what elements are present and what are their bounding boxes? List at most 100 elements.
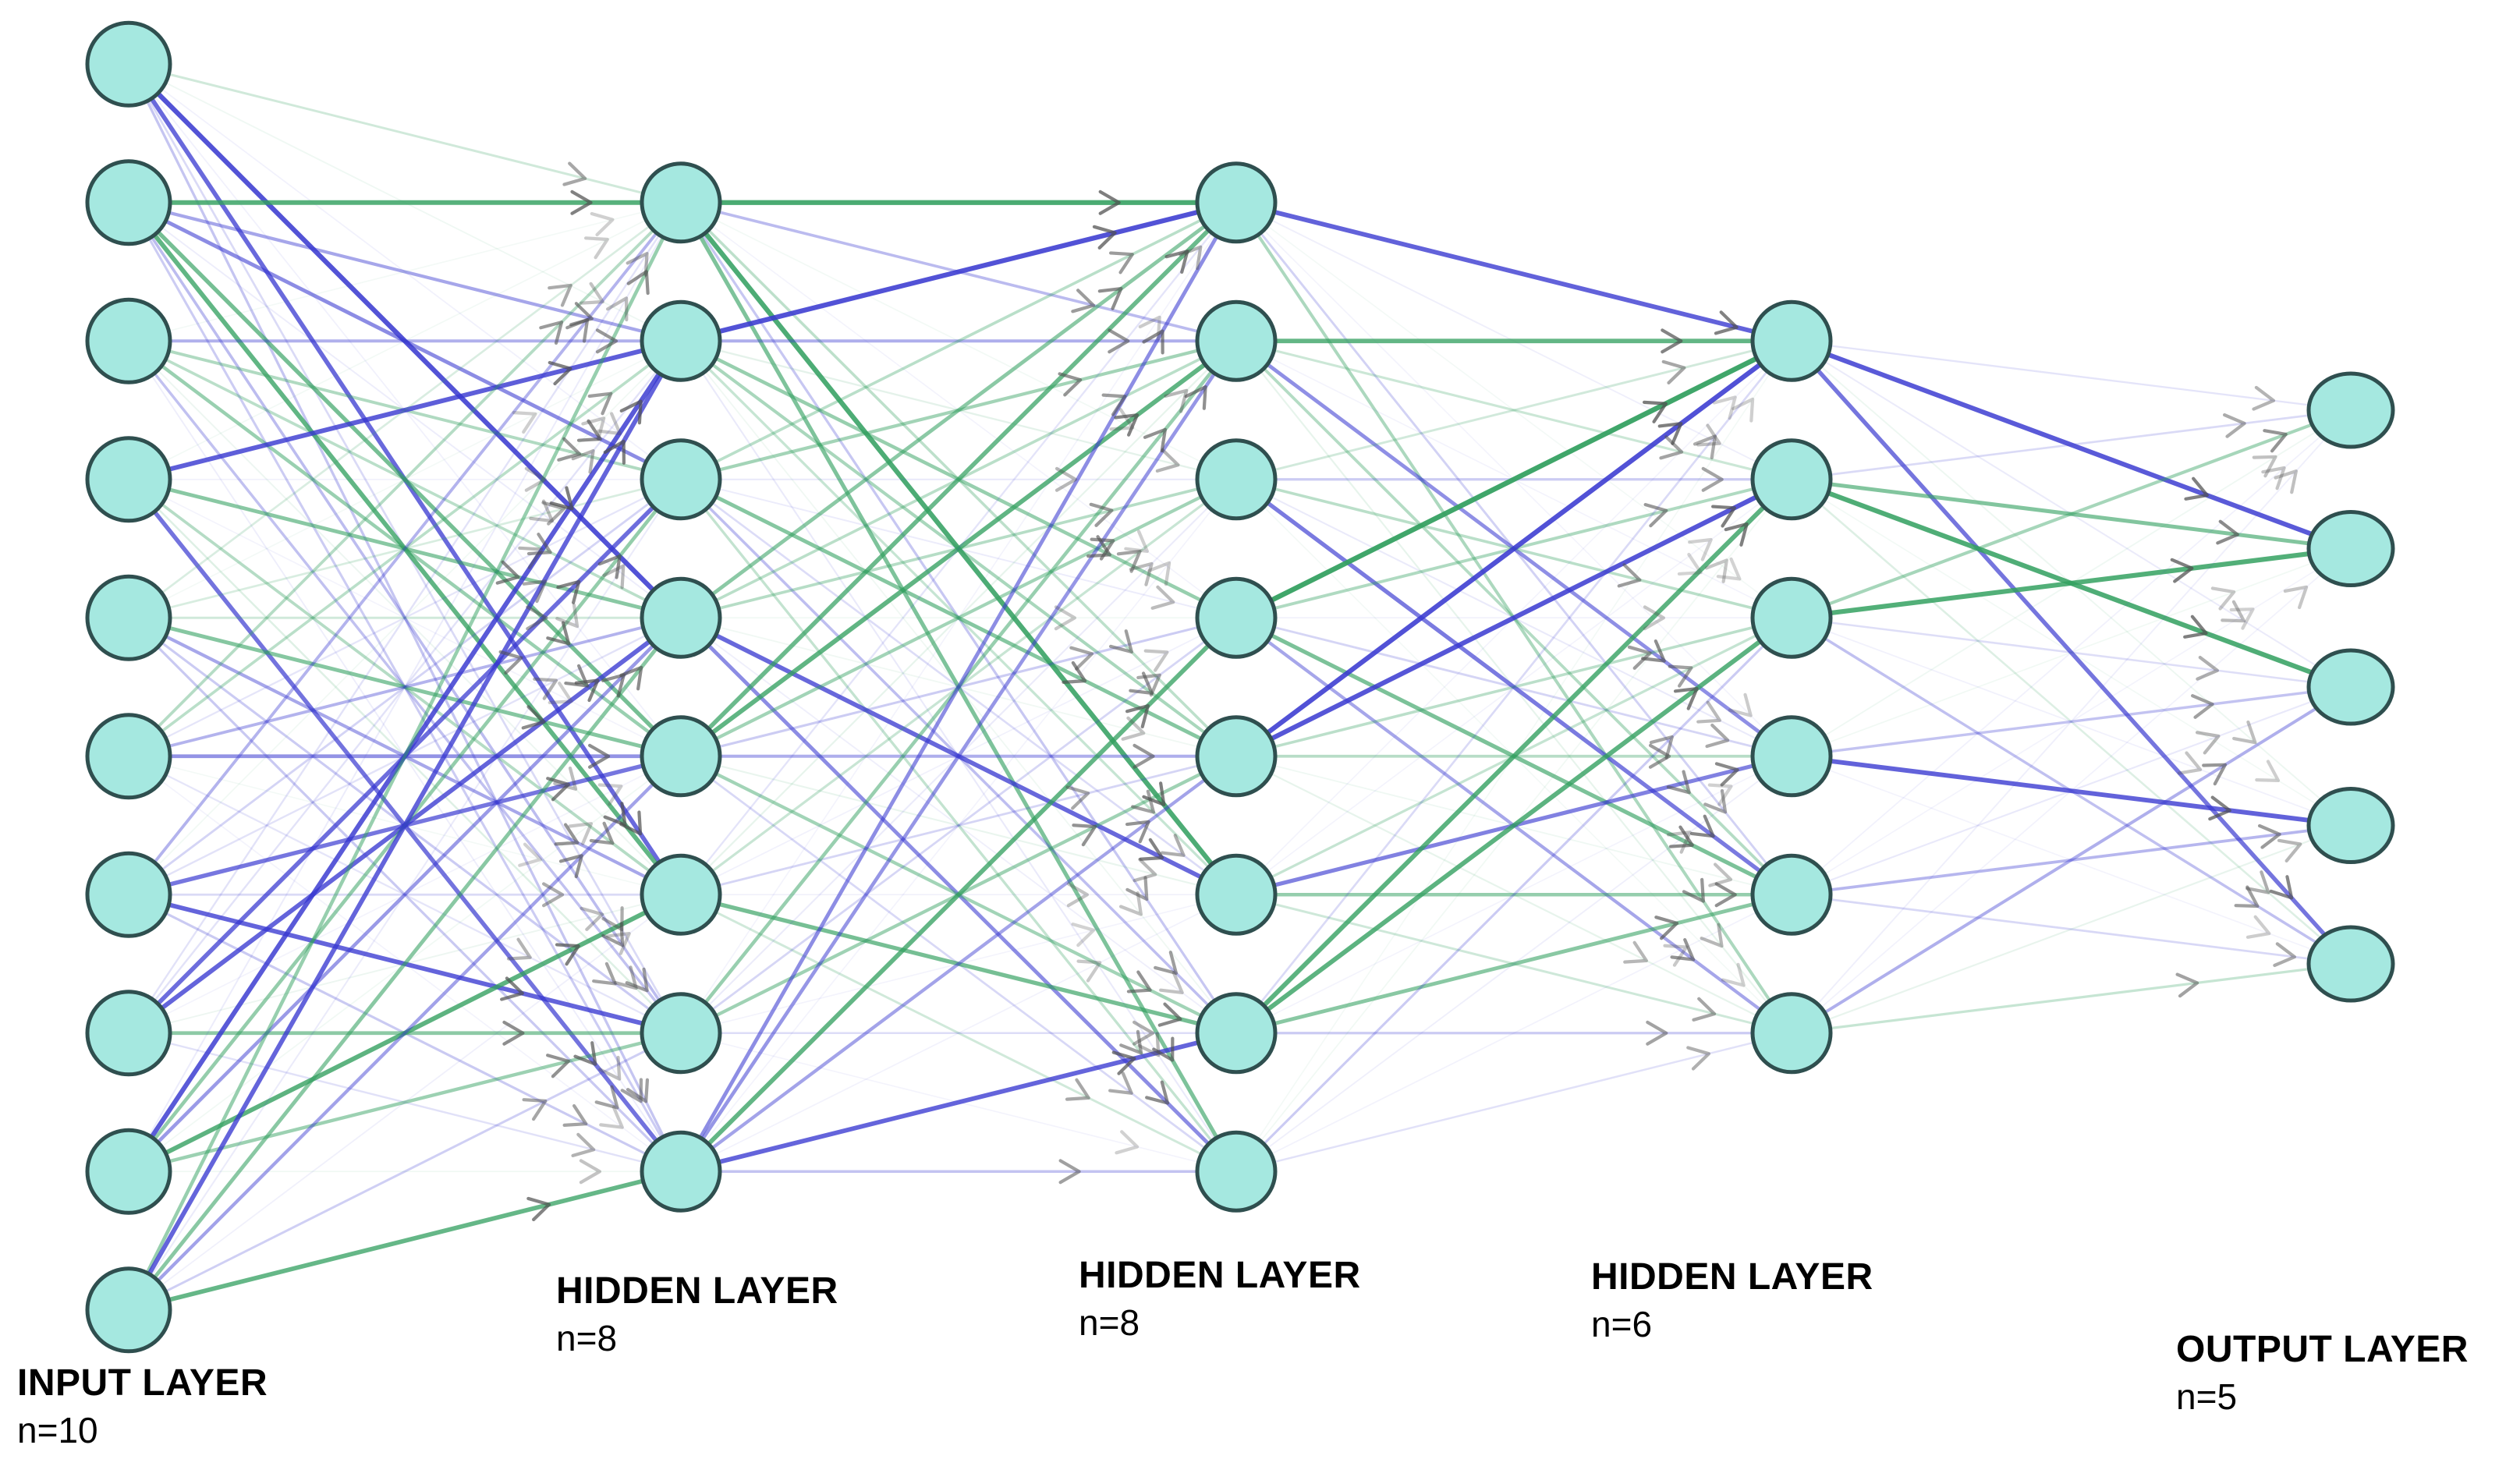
output-layer-count: n=5: [2176, 1376, 2238, 1417]
arrowhead-icon: [1147, 561, 1171, 586]
connection-edge: [1235, 616, 1792, 758]
arrowhead-icon: [2255, 760, 2281, 783]
neuron-node: [640, 299, 722, 382]
arrowhead-icon: [2245, 870, 2270, 894]
arrowhead-icon: [1125, 703, 1150, 729]
hidden-layer-3-count: n=6: [1591, 1303, 1653, 1344]
arrowhead-icon: [597, 554, 622, 579]
connection-edge: [127, 616, 682, 1173]
connection-edge: [1791, 617, 2352, 827]
arrowhead-icon: [1692, 997, 1717, 1022]
arrowhead-icon: [541, 882, 565, 908]
connection-edge: [1235, 615, 1793, 1036]
connection-edge: [1234, 477, 1794, 1035]
arrowhead-icon: [1661, 328, 1683, 354]
neuron-node: [1195, 438, 1278, 521]
arrowhead-icon: [1693, 434, 1717, 460]
neuron-node: [2306, 510, 2395, 587]
connection-edge: [128, 62, 682, 204]
arrowhead-icon: [1129, 671, 1154, 696]
arrowhead-icon: [1090, 537, 1115, 561]
neuron-node: [85, 574, 172, 661]
arrowhead-icon: [1142, 329, 1164, 355]
arrowhead-icon: [2252, 385, 2276, 411]
arrowhead-icon: [1703, 788, 1728, 814]
arrowhead-icon: [2261, 466, 2286, 491]
arrowhead-icon: [1670, 937, 1696, 962]
arrowhead-icon: [1137, 1032, 1161, 1057]
arrowhead-icon: [2170, 558, 2194, 583]
arrowhead-icon: [2229, 607, 2255, 630]
arrowhead-icon: [1716, 557, 1742, 581]
connection-edge: [128, 340, 682, 1034]
connection-edge: [128, 63, 682, 480]
connection-edge: [126, 339, 683, 1312]
arrowhead-icon: [549, 486, 574, 511]
neuron-node: [1750, 715, 1833, 798]
arrowhead-icon: [594, 1085, 619, 1110]
neuron-node: [640, 576, 722, 659]
arrowhead-icon: [1732, 397, 1755, 423]
neuron-node: [640, 715, 722, 798]
neuron-node: [1195, 299, 1278, 382]
arrowhead-icon: [1646, 1020, 1668, 1046]
arrowhead-icon: [598, 1055, 622, 1081]
connection-edge: [1791, 409, 2352, 620]
neuron-node: [1750, 853, 1833, 936]
neuron-node: [85, 851, 172, 938]
arrowhead-icon: [524, 466, 547, 492]
arrowhead-icon: [1714, 882, 1737, 908]
arrowhead-icon: [1058, 1159, 1081, 1185]
connection-edge: [126, 201, 683, 1311]
connection-edge: [128, 478, 682, 757]
connection-edge: [1790, 338, 2352, 551]
connection-edge: [128, 202, 682, 1172]
arrowhead-icon: [1132, 743, 1155, 769]
arrowhead-icon: [626, 270, 650, 296]
arrowhead-icon: [1097, 287, 1123, 310]
arrowhead-icon: [1155, 448, 1180, 473]
arrowhead-icon: [619, 810, 643, 836]
connection-edge: [127, 200, 682, 758]
connection-edge: [679, 200, 1238, 758]
arrowhead-icon: [557, 437, 582, 462]
arrowhead-icon: [1663, 944, 1689, 967]
arrowhead-icon: [1054, 605, 1077, 631]
arrowhead-icon: [1704, 558, 1728, 583]
input-layer-title: INPUT LAYER: [17, 1362, 268, 1404]
connection-edge: [1791, 547, 2352, 1034]
connection-edge: [680, 1030, 1237, 1174]
neuron-node: [85, 436, 172, 523]
connection-edge: [1791, 409, 2352, 895]
arrowhead-icon: [526, 1196, 551, 1222]
connection-edge: [1791, 962, 2352, 1035]
arrowhead-icon: [584, 236, 609, 260]
arrowhead-icon: [619, 399, 643, 425]
connection-edge: [127, 201, 682, 758]
arrowhead-icon: [1069, 646, 1094, 671]
neuron-node: [1195, 992, 1278, 1075]
connection-edge: [1235, 756, 1792, 1172]
arrowhead-icon: [603, 439, 626, 465]
arrowhead-icon: [1115, 1130, 1140, 1155]
neuron-node: [1750, 299, 1833, 382]
arrowhead-icon: [1659, 435, 1684, 460]
arrowhead-icon: [1714, 762, 1739, 787]
input-layer-count: n=10: [17, 1409, 98, 1450]
arrowhead-icon: [2234, 885, 2260, 908]
arrowhead-icon: [556, 579, 581, 604]
connection-edge: [1235, 340, 1792, 895]
arrowhead-icon: [1721, 962, 1746, 987]
connection-edge: [127, 616, 682, 1312]
arrowhead-icon: [2274, 469, 2298, 494]
arrowhead-icon: [2202, 763, 2227, 786]
arrowhead-icon: [2184, 476, 2209, 501]
arrowhead-icon: [2232, 720, 2257, 745]
neuron-node: [640, 1130, 722, 1213]
neuron-node: [1195, 853, 1278, 936]
arrowhead-icon: [573, 1041, 597, 1066]
connection-edge: [680, 617, 1237, 1034]
neuron-node: [85, 1266, 172, 1354]
arrowhead-icon: [580, 906, 604, 931]
